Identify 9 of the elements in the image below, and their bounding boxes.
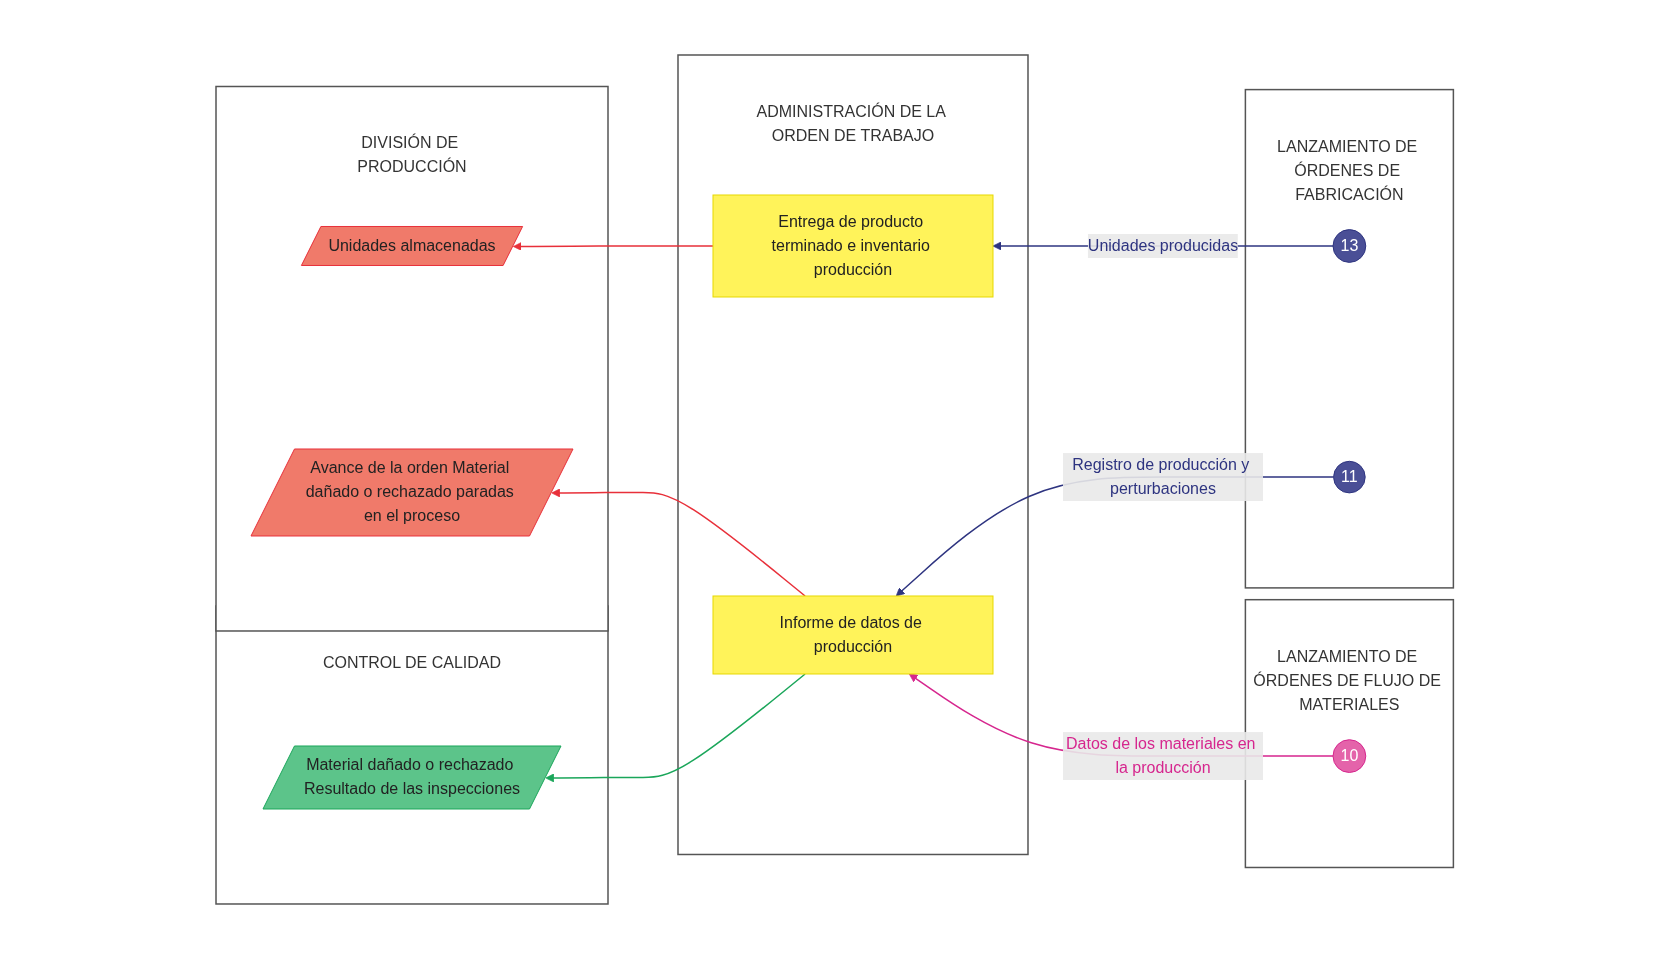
node-box: Informe de datos de producción [712,595,994,675]
node-circle: 11 [1332,460,1366,494]
node-circle: 10 [1332,739,1367,773]
arrow [512,242,714,251]
arrow [551,488,806,597]
node-circle: 13 [1332,229,1367,263]
edge-label: Unidades producidas [1087,237,1238,254]
node-box: Entrega de producto terminado e inventario producción [712,194,994,298]
arrow [545,673,806,783]
